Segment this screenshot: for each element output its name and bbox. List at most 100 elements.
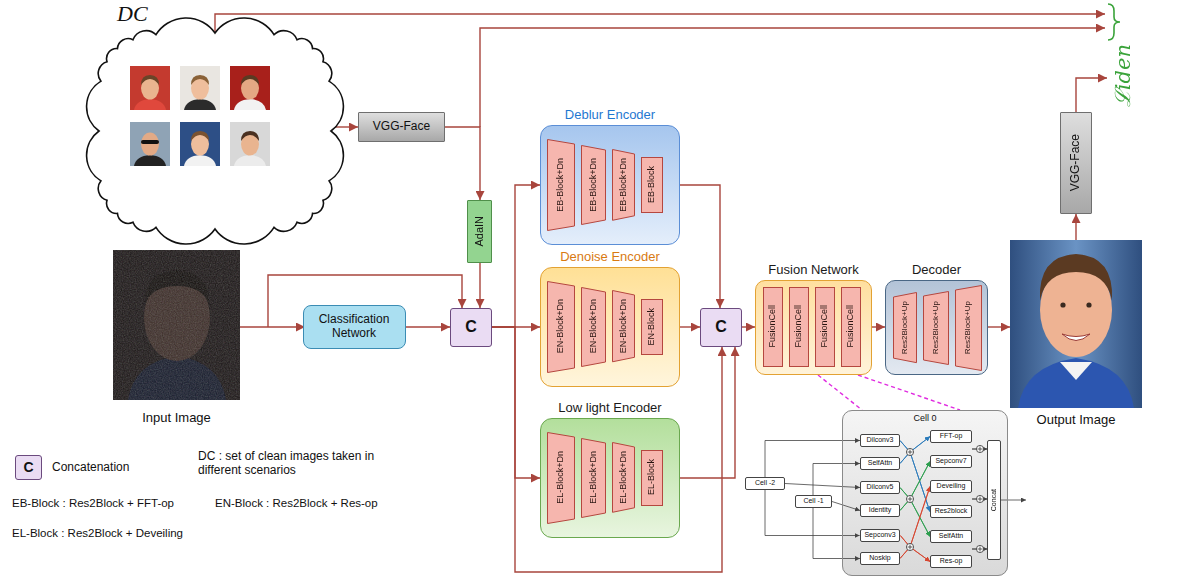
operation-box: Sepconv3 <box>860 529 901 542</box>
layer-block: EN-Block+Dn <box>581 287 606 367</box>
node-text: Res2Block+Up <box>900 301 909 354</box>
mouth <box>1062 334 1090 341</box>
hair <box>191 75 209 85</box>
photo-background <box>130 122 170 166</box>
image-caption: Input Image <box>113 410 240 426</box>
node-text: EB-Block+Dn <box>618 158 628 212</box>
flow-arrow <box>492 185 540 327</box>
node-text: FusionCell <box>819 305 829 348</box>
flow-arrow <box>900 462 930 511</box>
trapezoid-shape <box>547 432 574 523</box>
legend-text: EL-Block : Res2Block + Deveiling <box>12 527 183 541</box>
trapezoid-shape <box>547 281 574 372</box>
node-text: Res2block <box>933 507 970 515</box>
flow-arrow <box>813 464 860 496</box>
output-wire <box>1075 214 1076 240</box>
node-text: Concat <box>990 489 998 511</box>
node-text: Fusion Network <box>726 263 901 278</box>
module-group: FusionCellFusionCellFusionCellFusionCell… <box>755 280 872 375</box>
photo-background <box>130 66 170 110</box>
node-text: EB-Block+Dn <box>588 158 598 212</box>
photo-background <box>180 122 220 166</box>
legend-concat-box: C <box>15 455 42 480</box>
zoom-leader <box>858 375 960 410</box>
operation-box: Deveiling <box>930 480 972 493</box>
flow-arrow <box>765 441 860 478</box>
flow-arrow <box>900 452 930 512</box>
trapezoid-shape <box>547 139 574 230</box>
concat-box: C <box>450 308 492 347</box>
flow-arrow <box>406 326 451 327</box>
node-text: Identity <box>867 506 894 514</box>
layer-block: EL-Block <box>641 450 663 506</box>
sum-sign <box>908 447 983 552</box>
node-text: EB-Block+Dn <box>555 158 565 212</box>
input-wire <box>240 326 305 327</box>
face-photo <box>130 122 170 166</box>
node-text: Res2Block+Up <box>963 301 972 354</box>
shirt <box>184 155 216 166</box>
flow-arrow <box>900 488 930 537</box>
collar <box>1060 362 1092 380</box>
node-text: C <box>463 318 479 336</box>
photo-background <box>230 122 270 166</box>
operation-box: Cell -1 <box>795 495 832 508</box>
node-text: Noskip <box>867 554 892 562</box>
flow-arrow <box>900 487 930 559</box>
hair <box>191 131 209 141</box>
loss-brace <box>1108 4 1120 40</box>
shirt <box>234 155 266 166</box>
node-text: Sepconv3 <box>862 531 897 539</box>
input-photo <box>113 250 240 400</box>
node-text: Res-op <box>938 557 965 565</box>
node-text: EN-Block+Dn <box>555 299 565 353</box>
node-text: EL-Block+Dn <box>588 451 598 504</box>
flow-arrow <box>479 263 480 308</box>
legend-text: Concatenation <box>52 460 129 474</box>
trapezoid-shape <box>893 292 916 362</box>
operation-box: Noskip <box>860 552 900 565</box>
layer-block: Res2Block+Up <box>893 292 917 363</box>
shirt <box>234 99 266 110</box>
operation-box: SelfAttn <box>860 457 900 470</box>
shirt <box>184 99 216 110</box>
node-text: Deveiling <box>935 482 968 490</box>
loss-wire <box>1076 78 1107 112</box>
layer-block: FusionCell <box>789 287 809 367</box>
node-text: FusionCell <box>845 305 855 348</box>
node-text: Cell 0 <box>843 413 1007 423</box>
layer-block: FusionCell <box>815 287 835 367</box>
layer-block: EB-Block <box>641 157 663 213</box>
layer-block: EL-Block+Dn <box>612 442 635 513</box>
flow-arrow <box>900 437 930 464</box>
face-photo <box>230 122 270 166</box>
layer-block: FusionCell <box>841 287 861 367</box>
layer-block: EB-Block+Dn <box>581 145 606 225</box>
node-text: VGG-Face <box>371 120 432 134</box>
hair <box>141 75 159 85</box>
noise <box>113 250 240 400</box>
layer-block: Res2Block+Up <box>955 285 982 371</box>
output-wire <box>988 326 1010 327</box>
flow-arrow <box>765 490 860 536</box>
flow-arrow <box>680 185 720 308</box>
adain-box: AdaIN <box>467 200 492 263</box>
layer-block: EL-Block+Dn <box>547 432 575 524</box>
face-photo <box>130 66 170 110</box>
node-text: Low light Encoder <box>511 401 709 416</box>
classifier-box: Classification Network <box>303 305 406 349</box>
node-text: Sepconv7 <box>933 457 968 465</box>
flow-arrow <box>335 126 358 127</box>
node-text: SelfAttn <box>937 532 966 540</box>
cell-group: Dilconv3SelfAttnDilconv5IdentitySepconv3… <box>842 410 1008 576</box>
eye <box>1060 302 1065 307</box>
output-photo <box>1010 240 1142 408</box>
legend-text: EB-Block : Res2Block + FFT-op <box>12 497 174 511</box>
node-text: DC <box>117 1 148 26</box>
module-group: Res2Block+UpRes2Block+UpRes2Block+UpDeco… <box>885 280 988 375</box>
node-text: EN-Block <box>646 308 656 346</box>
vgg-face-box: VGG-Face <box>358 112 445 142</box>
trapezoid-shape <box>612 149 634 220</box>
flow-arrow <box>492 327 540 478</box>
node-text: EB-Block <box>646 166 656 203</box>
